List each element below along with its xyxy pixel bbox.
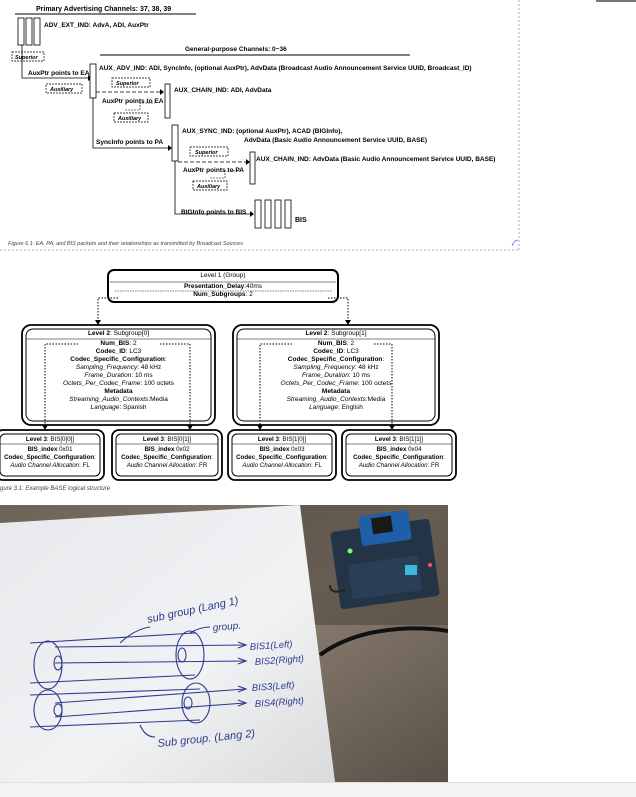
bis-1-0-box: Level 3: BIS[1[0]] BIS_index 0x03 Codec_… xyxy=(236,436,328,469)
general-channels-label: General-purpose Channels: 0~36 xyxy=(185,46,287,53)
primary-channels-label: Primary Advertising Channels: 37, 38, 39 xyxy=(36,6,171,13)
paper-sheet xyxy=(0,505,335,782)
auxptr-ea-label-2: AuxPtr points to EA xyxy=(102,98,164,105)
aux-sync-ind-label-1: AUX_SYNC_IND: (optional AuxPtr), ACAD (B… xyxy=(182,128,342,135)
handwritten-sketch-photo: sub group (Lang 1) group. BIS1(Left) BIS… xyxy=(0,505,449,782)
auxiliary-label-3: Auxiliary xyxy=(196,184,221,190)
figure-2-lines xyxy=(0,269,457,481)
bis2-note: BIS2(Right) xyxy=(254,654,304,668)
bis-0-0-box: Level 3: BIS[0[0]] BIS_index 0x01 Codec_… xyxy=(4,436,96,469)
level1-title: Level 1 (Group) xyxy=(200,272,246,279)
aux-adv-ind-label: AUX_ADV_IND: ADI, SyncInfo, (optional Au… xyxy=(99,65,472,72)
group-note: group. xyxy=(212,621,241,634)
bis-1-1-box: Level 3: BIS[1[1]] BIS_index 0x04 Codec_… xyxy=(353,436,445,469)
bis-label: BIS xyxy=(295,217,307,224)
usb-cable xyxy=(318,626,449,657)
level1-presentation-delay: Presentation_Delay:40ms xyxy=(183,283,263,290)
level1-num-subgroups: Num_Subgroups: 2 xyxy=(193,291,253,298)
top-right-bar xyxy=(596,0,636,2)
dev-board xyxy=(329,510,440,610)
syncinfo-pa-label: SyncInfo points to PA xyxy=(96,139,163,146)
figure-2-caption: gure 3.1: Example BASE logical structure xyxy=(0,486,111,492)
aux-chain-ind-label-2: AUX_CHAIN_IND: AdvData (Basic Audio Anno… xyxy=(256,156,495,163)
bis1-note: BIS1(Left) xyxy=(249,639,292,653)
bottom-bar xyxy=(0,782,636,797)
aux-chain-ind-label-1: AUX_CHAIN_IND: ADI, AdvData xyxy=(174,87,272,94)
auxiliary-label-2: Auxiliary xyxy=(117,116,142,122)
bis3-note: BIS3(Left) xyxy=(251,680,294,694)
subgroup-0-title: Level 2: Subgroup[0] xyxy=(87,330,150,337)
subgroup-0-box: Level 2: Subgroup[0] Num_BIS: 2 Codec_ID… xyxy=(26,330,211,412)
figure-1-diagram: Primary Advertising Channels: 37, 38, 39… xyxy=(0,0,520,251)
auxptr-ea-label-1: AuxPtr points to EA xyxy=(28,70,90,77)
subgroup-1-box: Level 2: Subgroup[1] Num_BIS: 2 Codec_ID… xyxy=(237,330,435,412)
figure-ea-pa-bis: Primary Advertising Channels: 37, 38, 39… xyxy=(0,0,520,252)
superior-label-2: Superior xyxy=(116,81,139,87)
adv-ext-ind-label: ADV_EXT_IND: AdvA, ADI, AuxPtr xyxy=(44,22,149,29)
subgroup-1-title: Level 2: Subgroup[1] xyxy=(305,330,367,337)
figure-1-caption: Figure 6.1: EA, PA, and BIS packets and … xyxy=(8,241,243,247)
pen-drawing xyxy=(29,626,248,738)
biginfo-bis-label: BIGInfo points to BIS xyxy=(181,209,247,216)
auxptr-pa-label: AuxPtr points to PA xyxy=(183,167,244,174)
superior-label-1: Superior xyxy=(15,55,38,61)
photo-scene: sub group (Lang 1) group. BIS1(Left) BIS… xyxy=(0,505,449,782)
aux-sync-ind-label-2: AdvData (Basic Audio Announcement Servic… xyxy=(244,137,427,144)
figure-base-structure: Level 1 (Group) Presentation_Delay:40ms … xyxy=(0,262,520,498)
bis4-note: BIS4(Right) xyxy=(254,696,304,710)
auxiliary-label-1: Auxiliary xyxy=(49,87,74,93)
superior-label-3: Superior xyxy=(195,150,218,156)
bis-0-1-box: Level 3: BIS[0[1]] BIS_index 0x02 Codec_… xyxy=(121,436,213,469)
